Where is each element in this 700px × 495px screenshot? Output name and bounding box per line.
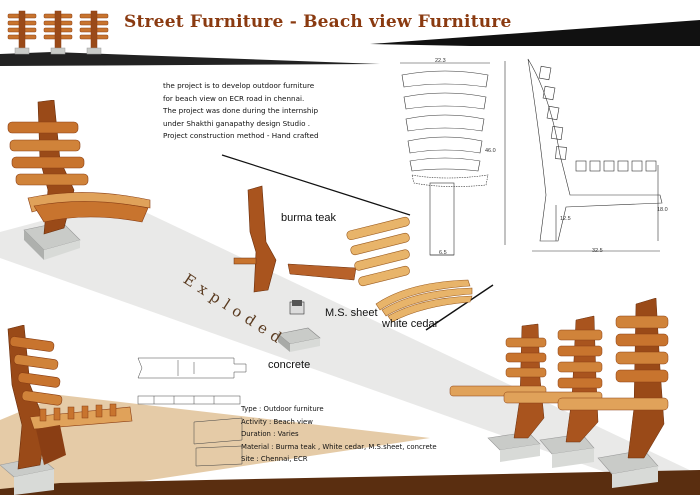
concrete-part bbox=[277, 327, 321, 352]
spec-activity: Activity : Beach view bbox=[241, 417, 313, 426]
header-chair-icons bbox=[7, 10, 109, 55]
specs-block: Type : Outdoor furniture Activity : Beac… bbox=[241, 403, 437, 466]
spec-duration: Duration : Varies bbox=[241, 430, 299, 439]
cedar-slat bbox=[346, 216, 410, 241]
intro-line: under Shakthi ganapathy design Studio . bbox=[163, 118, 311, 128]
dim-seat-height: 12.5 bbox=[560, 216, 571, 222]
page-title: Street Furniture - Beach view Furniture bbox=[124, 12, 512, 32]
chair-icon bbox=[79, 10, 109, 55]
dim-depth: 32.5 bbox=[592, 248, 603, 254]
chairs-group-render bbox=[449, 298, 669, 488]
spec-material: Material : Burma teak , White cedar, M.S… bbox=[241, 442, 437, 451]
exploded-parts bbox=[233, 185, 473, 352]
header-bar-left bbox=[0, 52, 380, 66]
spec-type: Type : Outdoor furniture bbox=[241, 405, 324, 413]
dim-height: 46.0 bbox=[485, 148, 496, 154]
label-concrete: concrete bbox=[268, 359, 311, 371]
chair-render-main bbox=[7, 100, 151, 260]
teak-frame bbox=[247, 185, 277, 293]
intro-line: Project construction method - Hand craft… bbox=[163, 131, 319, 140]
intro-line: The project was done during the internsh… bbox=[163, 106, 319, 115]
chair-1 bbox=[449, 323, 547, 462]
chair-render-side bbox=[0, 325, 133, 495]
front-view bbox=[400, 62, 490, 256]
header-swoosh bbox=[370, 20, 700, 46]
cedar-slat bbox=[350, 232, 410, 256]
dim-front-width: 22.3 bbox=[435, 58, 446, 64]
side-view bbox=[504, 58, 663, 252]
teak-rail bbox=[287, 263, 357, 281]
guide-line bbox=[425, 284, 494, 331]
cedar-slat bbox=[358, 265, 410, 287]
technical-drawings bbox=[400, 58, 663, 256]
cedar-seat bbox=[375, 279, 473, 323]
ms-sheet-part bbox=[289, 300, 305, 315]
intro-line: the project is to develop outdoor furnit… bbox=[163, 81, 315, 90]
spec-site: Site : Chennai, ECR bbox=[241, 455, 308, 464]
label-ms-sheet: M.S. sheet bbox=[325, 307, 378, 319]
chair-3 bbox=[557, 298, 669, 488]
cedar-slat bbox=[354, 249, 410, 271]
label-white-cedar: white cedar bbox=[382, 318, 439, 330]
intro-text: the project is to develop outdoor furnit… bbox=[163, 80, 319, 143]
plan-drawings bbox=[137, 357, 247, 467]
chair-icon bbox=[7, 10, 37, 55]
guide-line bbox=[221, 154, 411, 216]
teak-block bbox=[233, 257, 257, 265]
dim-base-width: 6.5 bbox=[439, 250, 447, 256]
footer-bar bbox=[0, 470, 700, 495]
intro-line: for beach view on ECR road in chennai. bbox=[163, 93, 305, 103]
chair-icon bbox=[43, 10, 73, 55]
dim-back-height: 18.0 bbox=[657, 207, 668, 213]
label-burma-teak: burma teak bbox=[281, 212, 337, 224]
